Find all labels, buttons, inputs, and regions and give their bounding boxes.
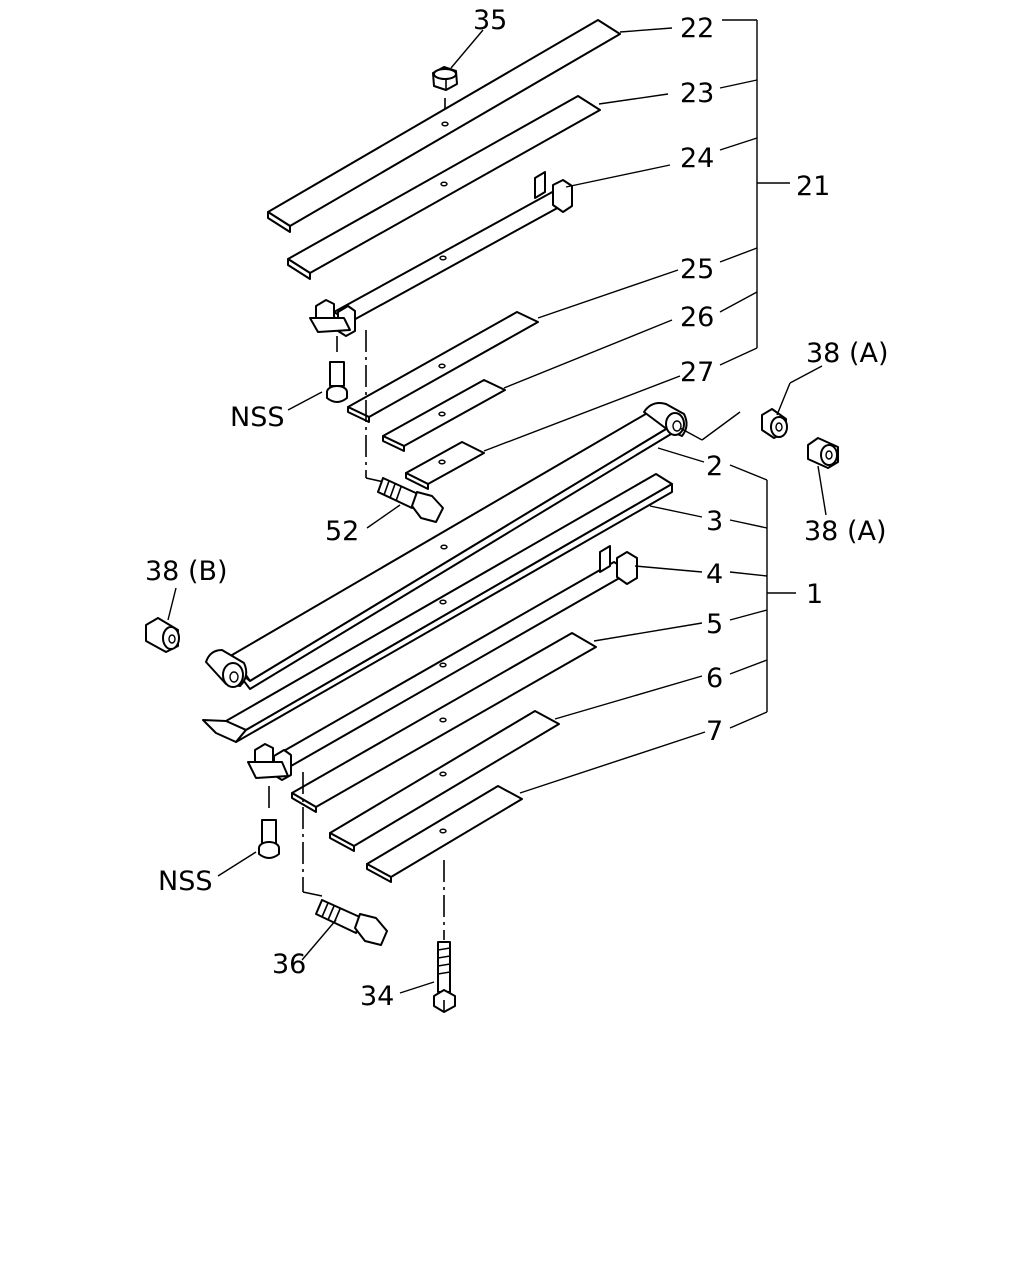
leaf-7	[366, 785, 523, 883]
label-52: 52	[325, 516, 359, 547]
label-1: 1	[806, 579, 823, 610]
leaf-27	[405, 441, 485, 490]
bolt-nss-top	[326, 336, 348, 403]
label-5: 5	[706, 609, 723, 640]
label-25: 25	[680, 254, 714, 285]
label-nss-top: NSS	[230, 402, 284, 433]
leaf-3	[202, 473, 673, 743]
leaf-5	[291, 632, 597, 813]
label-34: 34	[360, 981, 394, 1012]
leaf-25	[347, 311, 539, 423]
bolt-34	[433, 941, 456, 1013]
leader-lines	[167, 19, 827, 994]
bushing-38a-top	[761, 408, 788, 439]
label-4: 4	[706, 559, 723, 590]
label-22: 22	[680, 13, 714, 44]
bushing-38a-mid	[807, 437, 839, 469]
label-nss-bottom: NSS	[158, 866, 212, 897]
leaf-4	[247, 545, 638, 781]
label-23: 23	[680, 78, 714, 109]
leaf-24	[309, 171, 573, 337]
leaf-23	[287, 95, 601, 280]
bolt-52	[377, 477, 444, 523]
leaf-26	[382, 379, 506, 452]
leaf-6	[329, 710, 560, 852]
leaf-2	[205, 402, 688, 690]
label-24: 24	[680, 143, 714, 174]
label-6: 6	[706, 663, 723, 694]
leaf-22	[267, 19, 621, 233]
label-3: 3	[706, 506, 723, 537]
bolt-36	[315, 899, 388, 946]
bushing-38b	[145, 617, 180, 653]
label-36: 36	[272, 949, 306, 980]
label-2: 2	[706, 451, 723, 482]
nut-35	[432, 66, 458, 91]
label-38b: 38 (B)	[145, 556, 228, 587]
label-21: 21	[796, 171, 830, 202]
label-7: 7	[706, 716, 723, 747]
label-38a-mid: 38 (A)	[804, 516, 886, 547]
bolt-nss-bottom	[258, 786, 280, 859]
label-26: 26	[680, 302, 714, 333]
label-38a-top: 38 (A)	[806, 338, 888, 369]
label-27: 27	[680, 357, 714, 388]
label-35: 35	[473, 5, 507, 36]
